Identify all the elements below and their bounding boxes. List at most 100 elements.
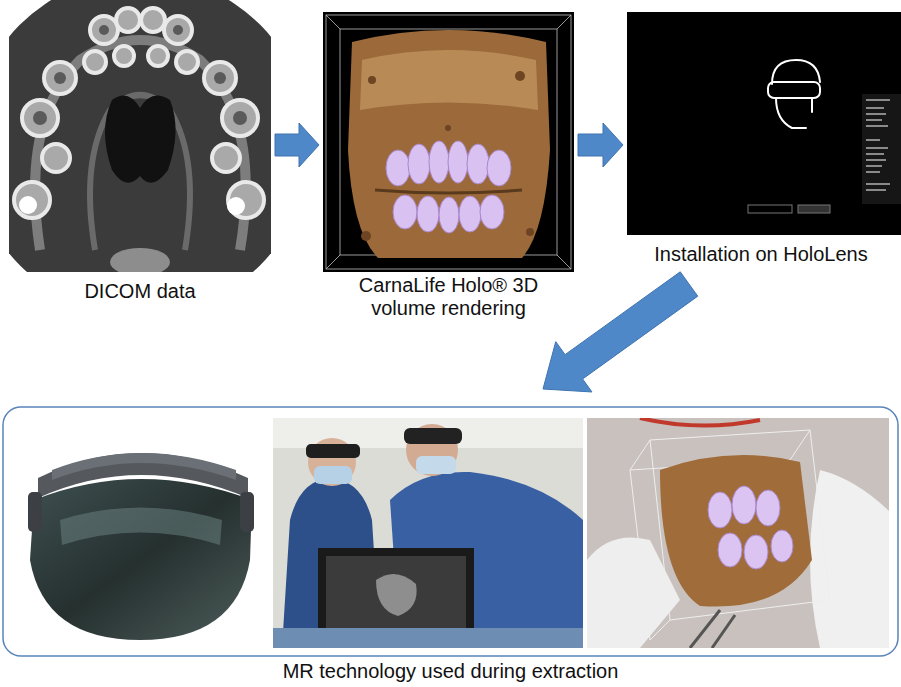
ct-bone-arch — [35, 40, 246, 250]
tooth — [212, 144, 240, 172]
tooth — [448, 141, 468, 183]
pulp — [173, 25, 183, 35]
frame-line — [326, 15, 571, 269]
image-caption: DICOM data — [9, 280, 271, 303]
panel-rows — [866, 100, 890, 190]
tooth — [42, 144, 70, 172]
image-area — [9, 0, 271, 280]
hologram-frame — [630, 430, 830, 640]
image-caption: CarnaLife Holo® 3D volume rendering — [344, 274, 554, 320]
ct-palate — [90, 95, 190, 250]
ct-teeth — [14, 8, 264, 218]
tooth — [429, 141, 449, 183]
volume-render — [323, 12, 574, 272]
tooth — [116, 8, 140, 32]
tooth — [14, 182, 50, 218]
glove-left — [587, 538, 680, 649]
tooth — [708, 492, 732, 528]
headset-band-inner — [52, 453, 236, 480]
speckle — [368, 76, 376, 84]
ct-bright-spot — [227, 197, 245, 215]
tooth — [487, 150, 511, 186]
tube — [640, 418, 760, 426]
headset-side — [28, 492, 42, 532]
tooth — [148, 46, 168, 66]
ct-spine — [110, 248, 170, 272]
pulp — [214, 72, 226, 84]
tooth — [393, 195, 417, 229]
ct-scan — [9, 0, 271, 272]
tooth — [176, 51, 198, 73]
image-area — [3, 407, 898, 660]
assistant-headset — [404, 428, 462, 444]
ct-airway — [105, 96, 176, 183]
render-bite-line — [375, 190, 522, 193]
ct-pulp — [33, 25, 247, 125]
render-wireframe — [326, 15, 571, 269]
surgery-photo — [273, 418, 583, 648]
surgeon-headset — [306, 444, 360, 458]
speckle — [526, 228, 534, 236]
screen-image — [376, 574, 417, 616]
drape — [273, 628, 583, 648]
headset-side — [240, 492, 254, 532]
pulp — [33, 111, 47, 125]
pulp — [233, 111, 247, 125]
side-panel — [862, 94, 901, 204]
tooth — [84, 51, 106, 73]
visor-reflection — [60, 508, 222, 546]
instrument — [690, 610, 735, 648]
tooth — [222, 100, 258, 136]
photo-ground — [587, 418, 889, 648]
tooth — [732, 486, 756, 524]
tooth — [44, 62, 76, 94]
hologram-teeth — [708, 486, 793, 569]
tooth — [164, 16, 192, 44]
render-speckle — [361, 71, 534, 241]
tooth — [467, 144, 489, 184]
tooth — [141, 8, 165, 32]
tooth — [744, 535, 768, 569]
render-teeth — [386, 141, 511, 233]
icon-ear — [811, 98, 813, 112]
frame-line — [630, 430, 830, 640]
tooth — [439, 197, 459, 233]
headset-visor — [30, 479, 252, 640]
tooth — [90, 16, 118, 44]
hologram-bone — [660, 455, 812, 607]
connect-button — [798, 205, 830, 213]
screen-ground — [627, 12, 901, 235]
tooth — [459, 196, 481, 232]
pulp — [99, 25, 109, 35]
tooth — [408, 144, 430, 184]
tooth — [204, 62, 236, 94]
render-bone-light — [360, 50, 538, 110]
surgeon-mask — [314, 466, 352, 484]
photo-ground — [273, 418, 583, 648]
block-arrow — [543, 272, 698, 392]
image-panel: DICOM data — [9, 0, 271, 303]
block-arrow — [578, 123, 623, 167]
image-panel: MR technology used during extraction — [3, 407, 898, 683]
render-ground — [323, 12, 574, 272]
icon-head — [772, 60, 820, 84]
tooth — [386, 150, 410, 186]
icon-visor — [768, 82, 820, 98]
ct-bright-spot — [19, 196, 37, 214]
assistant-mask — [416, 456, 456, 474]
image-panel: CarnaLife Holo® 3D volume rendering — [323, 12, 574, 320]
tooth — [417, 196, 439, 232]
hololens-screen — [627, 12, 901, 235]
tooth — [22, 100, 58, 136]
photo-panel — [3, 407, 898, 656]
image-panel: Installation on HoloLens — [627, 12, 895, 266]
row-marks — [866, 100, 890, 190]
tooth — [228, 182, 264, 218]
headset-photo — [12, 418, 268, 648]
headset-icon — [768, 60, 820, 128]
ct-field — [9, 0, 271, 272]
tooth — [756, 490, 780, 526]
